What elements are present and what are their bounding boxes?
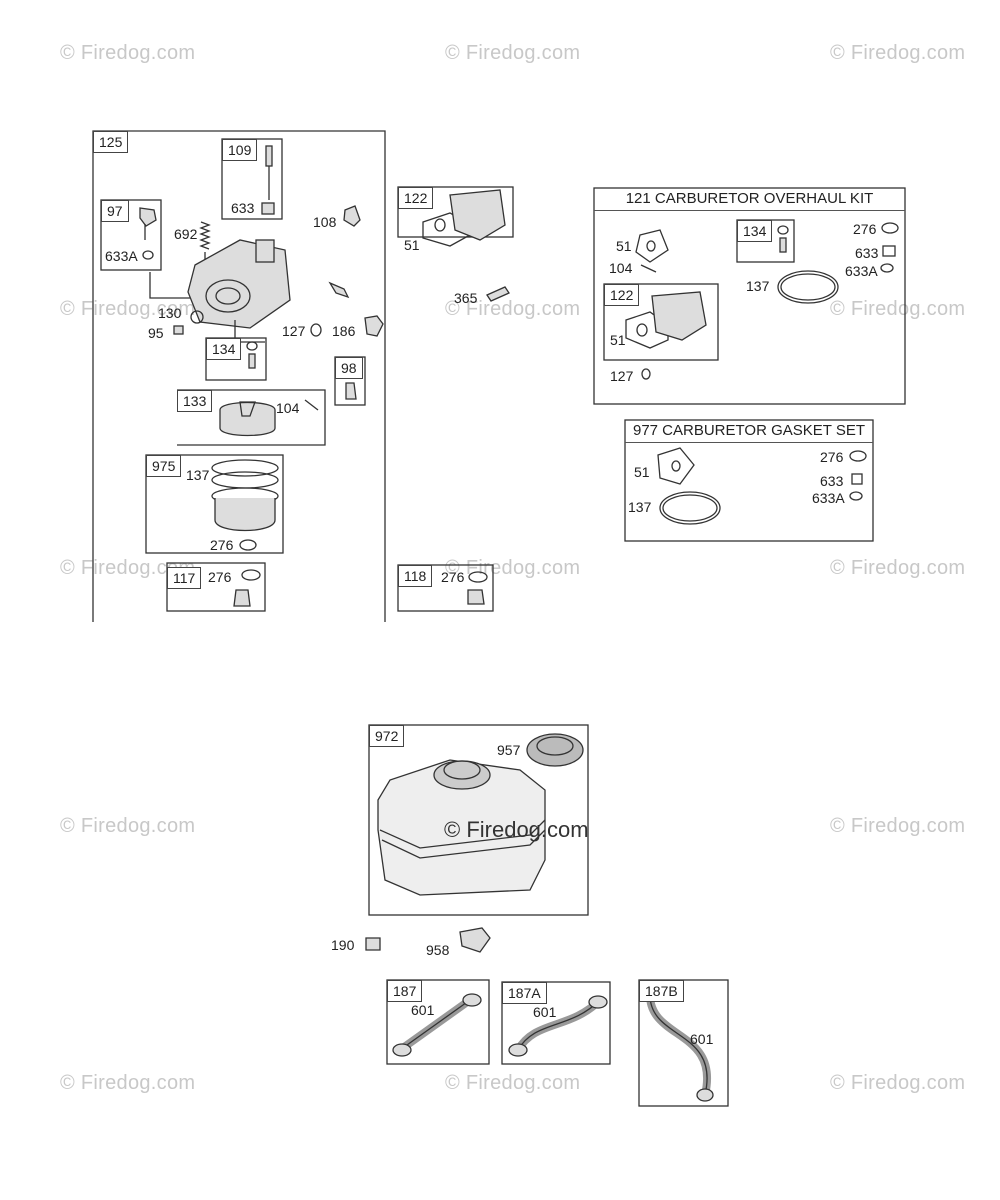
watermark: © Firedog.com [60,815,196,837]
watermark: © Firedog.com [830,298,966,320]
part-label-104: 104 [609,260,633,276]
group-tag-133: 133 [177,390,213,412]
part-label-51: 51 [610,332,626,348]
part-label-104: 104 [276,400,300,416]
group-tag-187: 187 [387,980,423,1002]
gasket-set-panel: 977 CARBURETOR GASKET SET [625,420,873,541]
part-label-51: 51 [634,464,650,480]
watermark: © Firedog.com [830,1072,966,1094]
watermark: © Firedog.com [445,298,581,320]
part-label-633: 633 [820,473,844,489]
part-label-127: 127 [610,368,634,384]
watermark: © Firedog.com [60,557,196,579]
part-label-95: 95 [148,325,164,341]
group-tag-975: 975 [146,455,182,477]
part-label-276: 276 [210,537,234,553]
watermark: © Firedog.com [445,1072,581,1094]
part-label-276: 276 [441,569,465,585]
part-label-692: 692 [174,226,198,242]
part-label-137: 137 [746,278,770,294]
part-label-51: 51 [616,238,632,254]
group-tag-98: 98 [335,357,363,379]
overhaul-kit-panel: 121 CARBURETOR OVERHAUL KIT [594,188,905,404]
part-label-633: 633 [855,245,879,261]
part-label-276: 276 [208,569,232,585]
part-label-633a: 633A [105,248,138,264]
watermark: © Firedog.com [60,42,196,64]
group-tag-117: 117 [167,567,202,589]
part-label-633a: 633A [845,263,878,279]
part-label-276: 276 [853,221,877,237]
watermark: © Firedog.com [445,42,581,64]
group-tag-125: 125 [93,131,129,153]
group-tag-97: 97 [101,200,129,222]
group-tag-134: 134 [737,220,773,242]
part-label-365: 365 [454,290,478,306]
part-label-601: 601 [690,1031,714,1047]
part-label-958: 958 [426,942,450,958]
gasket-set-title: 977 CARBURETOR GASKET SET [625,420,873,443]
group-tag-187a: 187A [502,982,547,1004]
group-tag-134: 134 [206,338,242,360]
overhaul-kit-title: 121 CARBURETOR OVERHAUL KIT [594,188,905,211]
watermark: © Firedog.com [445,557,581,579]
part-label-190: 190 [331,937,355,953]
watermark: © Firedog.com [830,557,966,579]
part-label-601: 601 [411,1002,435,1018]
part-label-130: 130 [158,305,182,321]
part-label-633a: 633A [812,490,845,506]
part-label-137: 137 [628,499,652,515]
part-label-51: 51 [404,237,420,253]
watermark: © Firedog.com [830,42,966,64]
center-watermark: © Firedog.com [444,817,589,842]
part-label-186: 186 [332,323,356,339]
part-label-633: 633 [231,200,255,216]
part-label-127: 127 [282,323,306,339]
group-tag-109: 109 [222,139,258,161]
group-tag-122: 122 [398,187,434,209]
watermark: © Firedog.com [830,815,966,837]
group-tag-122: 122 [604,284,640,306]
watermark: © Firedog.com [60,1072,196,1094]
part-label-108: 108 [313,214,337,230]
part-label-957: 957 [497,742,521,758]
part-label-601: 601 [533,1004,557,1020]
part-label-276: 276 [820,449,844,465]
group-tag-118: 118 [398,565,433,587]
part-label-137: 137 [186,467,210,483]
group-tag-972: 972 [369,725,405,747]
group-tag-187b: 187B [639,980,684,1002]
watermark: © Firedog.com [60,298,196,320]
